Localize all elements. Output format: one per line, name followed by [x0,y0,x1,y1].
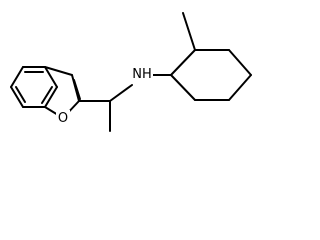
benzene-ring [10,66,58,108]
methyl-substituent [182,12,196,51]
amine-label-mask [131,64,153,82]
chemical-structure-diagram: O NH [10,12,252,132]
ethyl-linker [78,84,133,132]
amine-label: NH [132,67,152,82]
oxygen-label-mask [56,110,70,124]
cyclohexane-ring [170,49,252,101]
oxygen-label: O [58,111,68,126]
